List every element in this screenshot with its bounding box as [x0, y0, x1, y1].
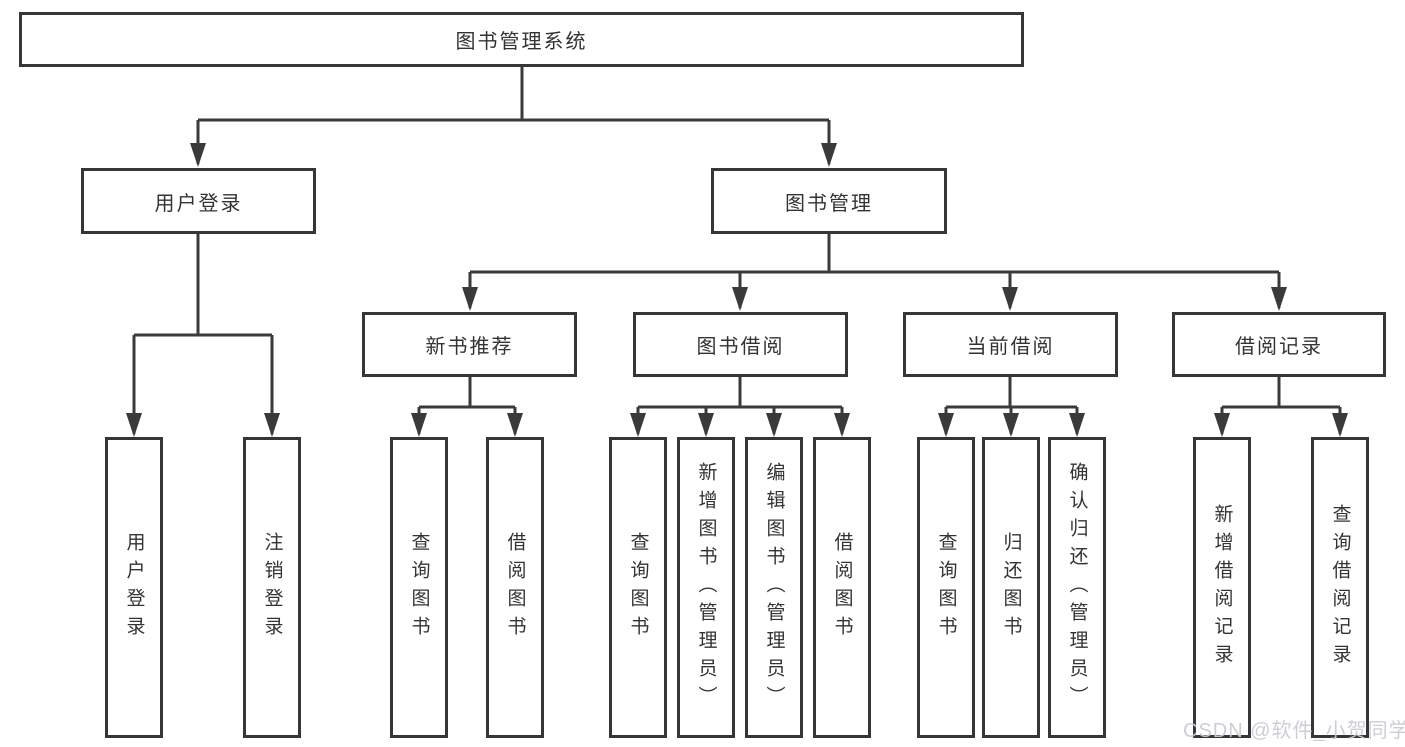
leaf-cb-confirm-return-admin: 确认归还（管理员）	[1048, 437, 1106, 738]
arrow-icon	[1003, 413, 1019, 437]
node-library-management-system: 图书管理系统	[19, 12, 1024, 67]
arrowheads	[126, 143, 1348, 437]
node-label: 图书管理系统	[455, 31, 588, 53]
leaf-label: 借阅图书	[504, 531, 526, 644]
arrow-icon	[630, 413, 646, 437]
leaf-br-query-record: 查询借阅记录	[1311, 437, 1369, 738]
leaf-label: 确认归还（管理员）	[1066, 461, 1088, 714]
leaf-label: 查询图书	[935, 531, 957, 644]
arrow-icon	[411, 413, 427, 437]
arrow-icon	[1002, 287, 1018, 311]
leaf-nb-borrow-books: 借阅图书	[486, 437, 544, 738]
leaf-br-add-record: 新增借阅记录	[1193, 437, 1251, 738]
leaf-user-login: 用户登录	[105, 437, 163, 738]
arrow-icon	[264, 413, 280, 437]
node-book-borrowing: 图书借阅	[633, 312, 848, 377]
leaf-label: 查询图书	[627, 531, 649, 644]
node-user-login: 用户登录	[81, 168, 316, 234]
leaf-bb-edit-books-admin: 编辑图书（管理员）	[745, 437, 803, 738]
arrow-icon	[126, 413, 142, 437]
leaf-bb-borrow-books: 借阅图书	[813, 437, 871, 738]
leaf-cb-query-books: 查询图书	[917, 437, 975, 738]
leaf-bb-add-books-admin: 新增图书（管理员）	[677, 437, 735, 738]
arrow-icon	[766, 413, 782, 437]
leaf-logout: 注销登录	[243, 437, 301, 738]
arrow-icon	[507, 413, 523, 437]
leaf-label: 用户登录	[123, 531, 145, 644]
arrow-icon	[821, 143, 837, 167]
node-label: 当前借阅	[966, 336, 1055, 358]
connector-paths	[132, 60, 1342, 434]
leaf-bb-query-books: 查询图书	[609, 437, 667, 738]
node-label: 新书推荐	[425, 336, 514, 358]
leaf-label: 归还图书	[1000, 531, 1022, 644]
node-label: 图书借阅	[696, 336, 785, 358]
node-book-management: 图书管理	[711, 168, 947, 234]
arrow-icon	[1332, 413, 1348, 437]
arrow-icon	[462, 287, 478, 311]
arrow-icon	[1214, 413, 1230, 437]
leaf-label: 借阅图书	[831, 531, 853, 644]
node-current-borrowing: 当前借阅	[903, 312, 1118, 377]
node-label: 图书管理	[785, 192, 873, 215]
arrow-icon	[938, 413, 954, 437]
watermark: CSDN @软件_小贺同学	[1183, 720, 1405, 742]
arrow-icon	[190, 143, 206, 167]
arrow-icon	[834, 413, 850, 437]
arrow-icon	[732, 287, 748, 311]
node-label: 用户登录	[154, 192, 243, 215]
node-new-book-recommend: 新书推荐	[362, 312, 577, 377]
arrow-icon	[1069, 413, 1085, 437]
leaf-label: 查询借阅记录	[1329, 503, 1351, 672]
leaf-label: 注销登录	[261, 531, 283, 644]
leaf-label: 查询图书	[408, 531, 430, 644]
leaf-label: 新增图书（管理员）	[695, 461, 717, 714]
node-label: 借阅记录	[1235, 336, 1323, 358]
leaf-label: 编辑图书（管理员）	[763, 461, 785, 714]
arrow-icon	[698, 413, 714, 437]
leaf-nb-query-books: 查询图书	[390, 437, 448, 738]
node-borrowing-records: 借阅记录	[1172, 312, 1386, 377]
leaf-cb-return-books: 归还图书	[982, 437, 1040, 738]
arrow-icon	[1271, 287, 1287, 311]
leaf-label: 新增借阅记录	[1211, 503, 1233, 672]
